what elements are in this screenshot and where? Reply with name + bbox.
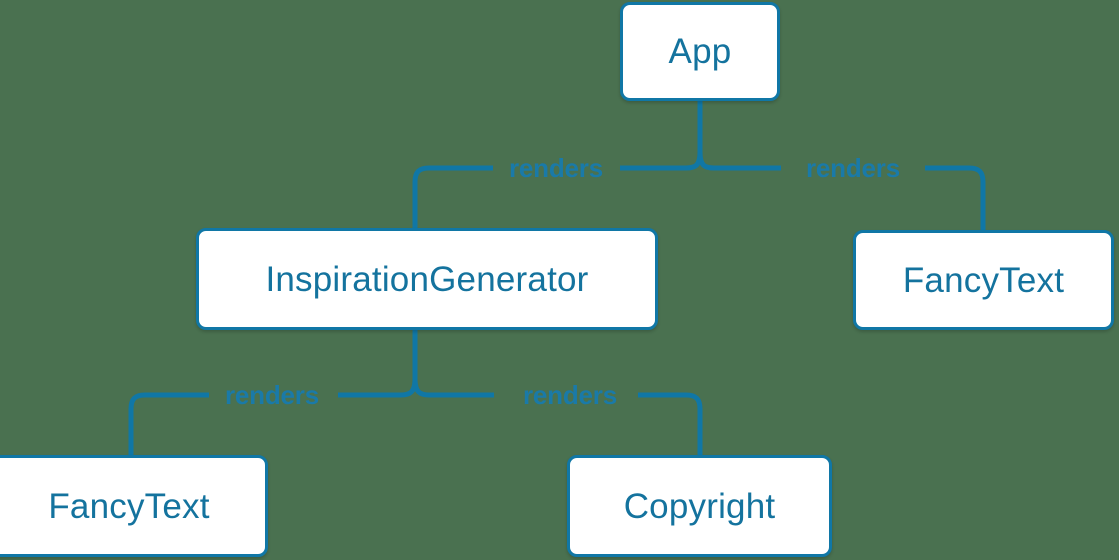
edge-ig-copyright — [412, 378, 494, 398]
node-app[interactable]: App — [620, 2, 780, 101]
node-inspiration-generator[interactable]: InspirationGenerator — [196, 228, 658, 330]
node-inspiration-generator-label: InspirationGenerator — [265, 259, 589, 299]
node-copyright[interactable]: Copyright — [567, 455, 832, 557]
edge-ig-copyright-tail — [638, 392, 703, 455]
edge-ig-fancytext-tail — [128, 392, 209, 455]
node-app-label: App — [668, 32, 732, 71]
edge-app-inspiration — [620, 151, 703, 171]
edge-label-inspiration-fancytext: renders — [225, 380, 319, 410]
node-fancytext-left-label: FancyText — [48, 486, 210, 526]
node-fancytext-right[interactable]: FancyText — [853, 230, 1114, 330]
edge-label-app-inspiration: renders — [509, 153, 603, 183]
edge-ig-fancytext — [338, 378, 418, 398]
edge-app-fancytext-tail — [925, 165, 986, 230]
edge-app-inspiration-tail — [412, 165, 493, 228]
edge-label-inspiration-copyright: renders — [523, 380, 617, 410]
node-copyright-label: Copyright — [623, 486, 776, 526]
node-fancytext-left[interactable]: FancyText — [0, 455, 268, 557]
node-fancytext-right-label: FancyText — [902, 260, 1065, 300]
edge-label-app-fancytext: renders — [806, 153, 900, 183]
edge-app-fancytext — [697, 151, 781, 171]
